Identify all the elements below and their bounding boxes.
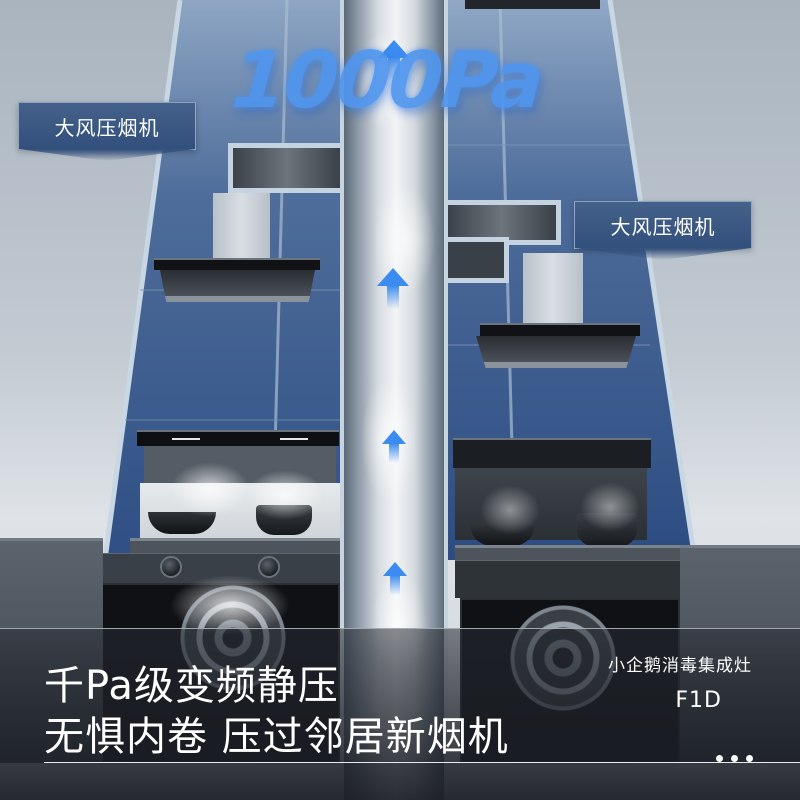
carousel-dot[interactable] xyxy=(716,755,723,762)
caption-overlay xyxy=(0,628,800,800)
right-duct-frame xyxy=(443,237,509,283)
product-name: 小企鹅消毒集成灶 xyxy=(608,656,752,676)
pressure-value: 1000Pa xyxy=(228,36,546,126)
more-dots-icon[interactable] xyxy=(716,755,753,762)
label-high-pressure-hood-right: 大风压烟机 xyxy=(574,201,752,249)
product-model: F1D xyxy=(675,688,722,713)
caption-divider xyxy=(44,762,800,763)
headline-line-1: 千Pa级变频静压 xyxy=(44,663,339,709)
carousel-dot[interactable] xyxy=(731,755,738,762)
carousel-dot[interactable] xyxy=(746,755,753,762)
left-exhaust-elbow xyxy=(228,143,346,193)
label-high-pressure-hood-left: 大风压烟机 xyxy=(18,102,196,150)
headline-line-2: 无惧内卷 压过邻居新烟机 xyxy=(44,714,509,760)
